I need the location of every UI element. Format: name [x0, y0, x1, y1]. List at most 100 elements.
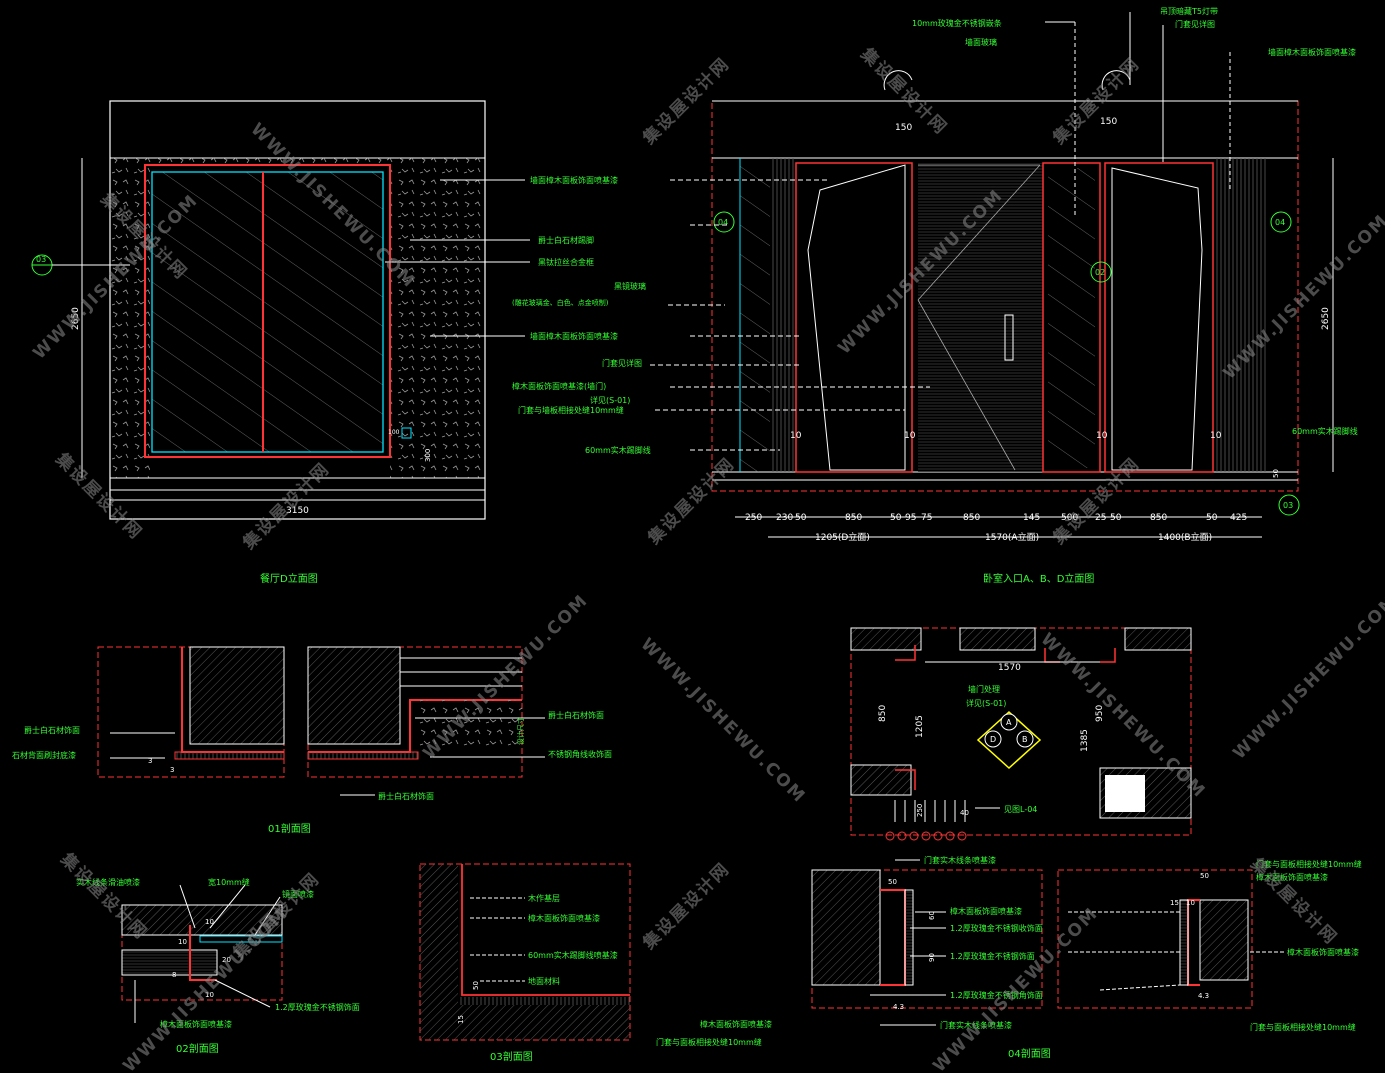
marker-d-label: D	[990, 735, 996, 744]
note-2: 樟木面板饰面喷基漆	[528, 913, 600, 923]
dim-seg: 75	[921, 513, 932, 523]
dim-10-a: 10	[790, 431, 802, 441]
center-mirror	[1048, 168, 1095, 468]
drawing-1-notes: 墙面樟木面板饰面喷基漆 爵士白石材踢脚 黑钛拉丝合金框 (雕花玻璃金、白色、点金…	[385, 175, 651, 455]
note-7: 樟木面板饰面喷基漆(墙门)	[512, 381, 606, 391]
drawing-5-section-03: 木作基层 樟木面板饰面喷基漆 60mm实木踢脚线喷基漆 地面材料 樟木面板饰面喷…	[419, 863, 772, 1063]
wall-top-mid	[959, 627, 1036, 651]
wood-right	[1179, 899, 1189, 986]
leader	[209, 884, 246, 929]
dim-1570: 1570	[998, 663, 1021, 673]
center-door-swing	[917, 164, 1041, 471]
callout-03: 03	[36, 255, 46, 264]
note-2: 爵士白石材踢脚	[538, 235, 594, 245]
watermark-en: WWW.JISHEWU.COM	[1229, 590, 1385, 763]
leader	[1099, 984, 1181, 991]
dim-50: 50	[1272, 469, 1280, 478]
leader	[254, 896, 281, 936]
watermark-cn: 集设屋设计网	[643, 453, 739, 549]
wall-top-right	[1124, 627, 1192, 651]
dim-4: 4.3	[893, 1003, 904, 1011]
note-4: 地面材料	[528, 976, 560, 986]
drawing-6-plan: 1570 850 1205 950 1385 250 40 墙门处理 详见(S-…	[850, 627, 1192, 841]
wood-frame	[121, 949, 218, 976]
note-10: 60mm实木踢脚线	[585, 445, 651, 455]
note-3: 60mm实木踢脚线喷基漆	[528, 950, 618, 960]
drawing-4-section-02: 实木线条滑油喷漆 宽10mm缝 镜面喷漆 1.2厚玫瑰金不锈钢饰面 樟木面板饰面…	[76, 877, 360, 1055]
callout-04-right-marker	[1270, 211, 1292, 233]
note-right-1: 爵士白石材饰面	[548, 710, 604, 720]
dim-950: 950	[1095, 705, 1105, 722]
note-6: 门套见详图	[602, 358, 642, 368]
dim-100: 100	[388, 429, 400, 436]
note-left-1: 爵士白石材饰面	[24, 725, 80, 735]
axis-bubbles	[885, 831, 967, 841]
title: 01剖面图	[268, 822, 311, 835]
door-frame-right	[1104, 162, 1214, 473]
note-6: 门套与面板相接处缝10mm缝	[656, 1037, 762, 1047]
floor-slab	[458, 1005, 630, 1040]
note-right-1: 门套与面板相接处缝10mm缝	[1256, 859, 1362, 869]
note-left-4: 1.2厚玫瑰金不锈钢饰面	[950, 951, 1035, 961]
dim-seg: 850	[963, 513, 980, 523]
note-left-5: 1.2厚玫瑰金不锈钢角饰面	[950, 990, 1043, 1000]
title: 02剖面图	[176, 1042, 219, 1055]
section-frame-right	[1057, 869, 1253, 1009]
dim-seg: 145	[1023, 513, 1040, 523]
leader	[214, 979, 271, 1008]
direction-marker: A D B	[976, 710, 1042, 770]
dim-height: 2650	[71, 307, 81, 330]
floor-strip-left	[174, 751, 285, 760]
dim-seg: 500	[1061, 513, 1078, 523]
dim-seg: 850	[1150, 513, 1167, 523]
dim-seg: 250	[745, 513, 762, 523]
note-8: 详见(S-01)	[590, 395, 630, 405]
note-5: 樟木面板饰面喷基漆	[160, 1019, 232, 1029]
marker-b	[1016, 730, 1034, 748]
sliding-door-glass	[151, 171, 384, 453]
dim-50: 50	[472, 981, 480, 990]
dim-total: 1400(B立面)	[1158, 531, 1212, 543]
glass-strip	[199, 935, 283, 943]
watermark-en: WWW.JISHEWU.COM	[636, 634, 809, 807]
door-right-perspective	[1111, 167, 1203, 471]
marker-a	[1000, 713, 1018, 731]
leader	[179, 884, 196, 929]
dim-seg: 425	[1230, 513, 1247, 523]
dim-7: 15	[1170, 899, 1179, 907]
note-2: 详见(S-01)	[966, 698, 1006, 708]
dim-2: 10	[178, 938, 187, 946]
dim-8: 4.3	[1198, 992, 1209, 1000]
dim-height: 2650	[1321, 307, 1331, 330]
wall-block	[420, 864, 458, 1040]
dim-seg: 50	[890, 513, 902, 523]
dim-row2: 1205(D立面) 1570(A立面) 1400(B立面)	[815, 531, 1212, 543]
note-3: 黑钛拉丝合金框	[538, 257, 594, 267]
marker-diamond	[976, 710, 1042, 770]
note-right-4: 设计尺寸	[516, 717, 525, 745]
watermark-cn: 集设屋设计网	[638, 858, 734, 954]
stone-wall-top	[150, 158, 390, 165]
dim-4: 8	[172, 971, 176, 979]
dim-left-3a: 3	[148, 757, 152, 765]
dim-2: 60	[928, 911, 936, 920]
stair-treads	[894, 800, 966, 822]
stone-slab	[415, 700, 522, 750]
ceiling-light-right	[1101, 70, 1131, 91]
note-2: 宽10mm缝	[208, 877, 250, 887]
note-1: 实木线条滑油喷漆	[76, 877, 140, 887]
drawing-3-section-01: 爵士白石材饰面 石材背面刷封底漆 3 3 爵士白石材饰面 不锈钢角线收饰面 爵士…	[12, 646, 612, 835]
dim-seg: 50	[1206, 513, 1218, 523]
dim-seg: 230	[776, 513, 793, 523]
dim-seg: 50	[795, 513, 807, 523]
note-5: 樟木面板饰面喷基漆	[700, 1019, 772, 1029]
left-note: 黑镜玻璃	[614, 281, 646, 291]
trim-left	[880, 889, 906, 986]
ceiling-light-left	[883, 70, 913, 91]
top-note-5: 墙面樟木面板饰面喷基漆	[1268, 47, 1356, 57]
dim-width: 3150	[286, 506, 309, 516]
dim-1: 50	[888, 878, 897, 886]
outlet-box	[401, 427, 412, 439]
marker-a-label: A	[1006, 718, 1012, 727]
